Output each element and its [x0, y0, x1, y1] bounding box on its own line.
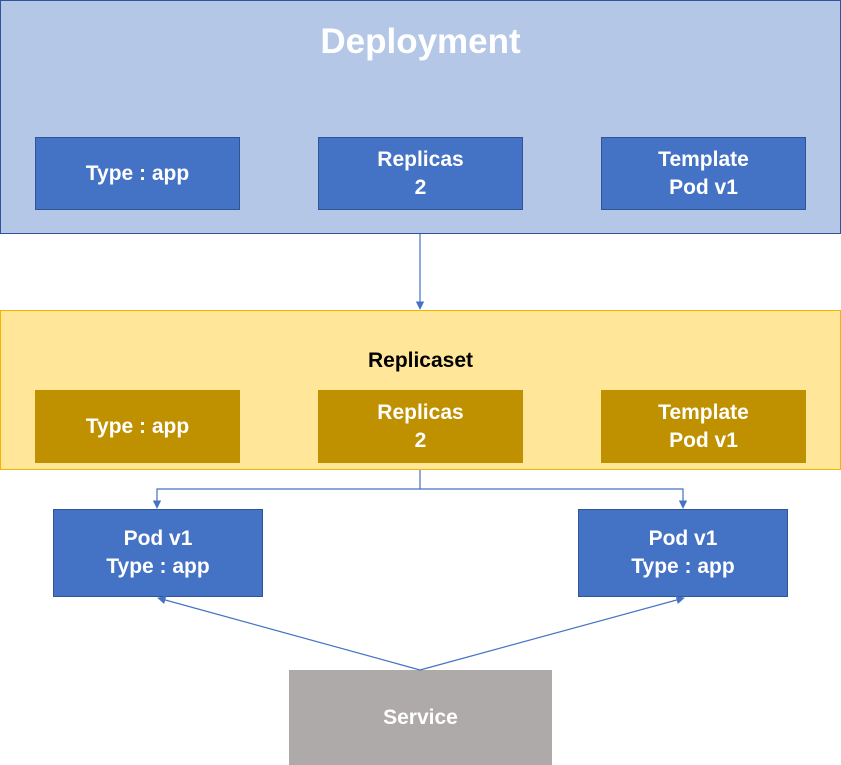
- replicaset-to-pods-connector: [152, 470, 421, 509]
- replicaset-to-right-pod-connector: [420, 488, 688, 509]
- pod-right-name: Pod v1: [648, 527, 718, 550]
- pod-left[interactable]: Pod v1 Type : app: [53, 509, 263, 597]
- service-label: Service: [383, 705, 458, 729]
- deployment-type-label: Type : app: [85, 161, 190, 185]
- service-to-right-pod-arrow: [419, 595, 685, 671]
- service-box[interactable]: Service: [289, 670, 552, 765]
- deployment-replicas-label: Replicas: [377, 147, 464, 171]
- replicaset-replicas-label: Replicas: [377, 400, 464, 424]
- pod-right-type: Type : app: [631, 555, 735, 578]
- replicaset-type-label: Type : app: [85, 414, 190, 438]
- deployment-title: Deployment: [320, 22, 521, 61]
- replicaset-template-label: Template: [658, 400, 749, 424]
- pod-left-name: Pod v1: [123, 527, 193, 550]
- deployment-replicas-value: 2: [414, 175, 427, 199]
- deployment-replicas-box[interactable]: Replicas 2: [318, 137, 523, 210]
- replicaset-title: Replicaset: [367, 349, 474, 372]
- deployment-type-box[interactable]: Type : app: [35, 137, 240, 210]
- deployment-template-box[interactable]: Template Pod v1: [601, 137, 806, 210]
- replicaset-replicas-box[interactable]: Replicas 2: [318, 390, 523, 463]
- deployment-template-label: Template: [658, 147, 749, 171]
- replicaset-template-box[interactable]: Template Pod v1: [601, 390, 806, 463]
- replicaset-type-box[interactable]: Type : app: [35, 390, 240, 463]
- service-to-left-pod-arrow: [157, 595, 421, 671]
- replicaset-template-pod: Pod v1: [669, 428, 738, 452]
- pod-left-type: Type : app: [106, 555, 210, 578]
- replicaset-replicas-value: 2: [414, 428, 427, 452]
- deployment-template-pod: Pod v1: [669, 175, 738, 199]
